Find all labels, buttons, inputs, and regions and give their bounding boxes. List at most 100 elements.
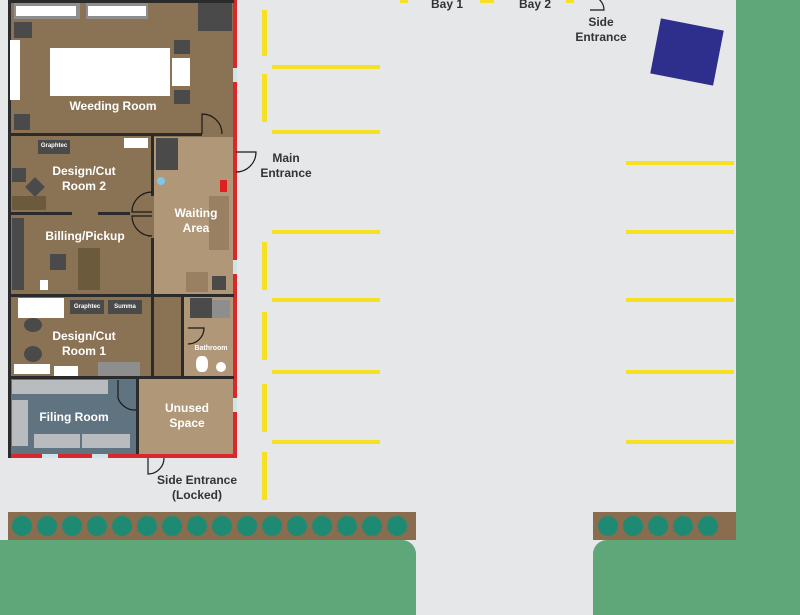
parking-stripe: [262, 74, 267, 122]
exterior-wall-right: [233, 0, 237, 458]
parking-stripe: [262, 10, 267, 56]
door-side-top: [590, 0, 605, 11]
grass-right-strip: [736, 0, 800, 615]
door-side-locked: [147, 457, 165, 475]
billing-pickup-label: Billing/Pickup: [45, 229, 125, 243]
waiting-area-label: Waiting Area: [174, 206, 218, 235]
summa-plotter: [108, 300, 142, 314]
tree: [212, 516, 232, 536]
exterior-wall-bottom: [8, 454, 237, 458]
billing-desk: [78, 248, 100, 290]
parking-stripe: [626, 370, 734, 374]
exterior-wall-left: [8, 0, 11, 458]
billing-panel: [12, 218, 24, 290]
tree: [362, 516, 382, 536]
parking-stripe: [626, 161, 734, 165]
tree: [12, 516, 32, 536]
design1-chair: [24, 346, 42, 362]
wall: [10, 294, 234, 297]
side-entrance-label: Side Entrance: [575, 15, 627, 44]
weeding-corner-cabinet: [198, 3, 232, 31]
parking-stripe: [626, 440, 734, 444]
parking-stripe: [262, 384, 267, 432]
filing-cabinet: [62, 380, 108, 394]
parking-stripe: [272, 440, 380, 444]
parking-stripe: [262, 312, 267, 360]
bay-1-label: Bay 1: [430, 0, 464, 11]
parking-stripe: [262, 452, 267, 500]
parking-stripe: [272, 230, 380, 234]
tree: [112, 516, 132, 536]
bay-2-label: Bay 2: [518, 0, 552, 11]
weeding-chair: [174, 40, 190, 54]
waiting-sofa: [209, 196, 229, 250]
weeding-chair: [14, 22, 32, 38]
tree: [262, 516, 282, 536]
parking-stripe: [626, 230, 734, 234]
tree: [673, 516, 693, 536]
door-design2: [131, 191, 153, 213]
parking-stripe: [272, 370, 380, 374]
filing-cabinet: [12, 400, 28, 446]
filing-cabinet: [12, 380, 62, 394]
wall: [151, 238, 154, 378]
window: [92, 454, 108, 458]
tree: [137, 516, 157, 536]
weeding-chair: [14, 114, 30, 130]
waiting-cabinet: [156, 138, 178, 170]
tree: [623, 516, 643, 536]
filing-cabinet: [82, 434, 130, 448]
tree: [162, 516, 182, 536]
parking-stripe: [272, 298, 380, 302]
unused-space-label: Unused Space: [164, 401, 210, 430]
design1-cart: [14, 364, 50, 374]
waiting-chair: [212, 276, 226, 290]
bathroom-label: Bathroom: [194, 345, 228, 352]
wall: [10, 133, 202, 136]
design2-desk: [12, 196, 46, 210]
graphtec-top-label: Graphtec: [40, 143, 68, 149]
window: [233, 398, 237, 412]
weeding-chair: [174, 90, 190, 104]
door-billing: [131, 215, 153, 237]
wall: [181, 296, 184, 378]
parking-stripe: [262, 242, 267, 290]
window: [233, 260, 237, 274]
tree: [237, 516, 257, 536]
wall: [98, 212, 130, 215]
tree: [37, 516, 57, 536]
weeding-cart: [172, 58, 190, 86]
tree: [698, 516, 718, 536]
door-bathroom: [187, 327, 205, 345]
billing-counter: [40, 280, 48, 290]
unused-space-floor: [139, 378, 233, 454]
waiting-chair: [212, 300, 230, 318]
door-weeding: [201, 113, 223, 135]
wall: [10, 376, 234, 379]
billing-printer: [50, 254, 66, 270]
sink: [216, 362, 226, 372]
window: [42, 454, 58, 458]
toilet: [196, 356, 208, 372]
door-main-entrance: [235, 151, 257, 173]
wall: [10, 212, 72, 215]
design1-cutter: [24, 318, 42, 332]
design2-chair: [12, 168, 26, 182]
waiting-chair: [186, 272, 208, 292]
parking-stripe: [626, 298, 734, 302]
main-entrance-label: Main Entrance: [260, 151, 312, 180]
parking-stripe: [272, 130, 380, 134]
waiting-cabinet: [190, 298, 212, 318]
grass-left: [0, 540, 416, 615]
summa-label: Summa: [114, 304, 136, 310]
tree: [62, 516, 82, 536]
weeding-wall-rack: [10, 40, 20, 100]
window: [233, 68, 237, 82]
tree: [87, 516, 107, 536]
weeding-shelf-inset: [16, 6, 76, 16]
wall: [136, 378, 139, 454]
bay-marker-stripe: [480, 0, 494, 3]
filing-cabinet: [34, 434, 80, 448]
tree: [598, 516, 618, 536]
parking-stripe: [272, 65, 380, 69]
